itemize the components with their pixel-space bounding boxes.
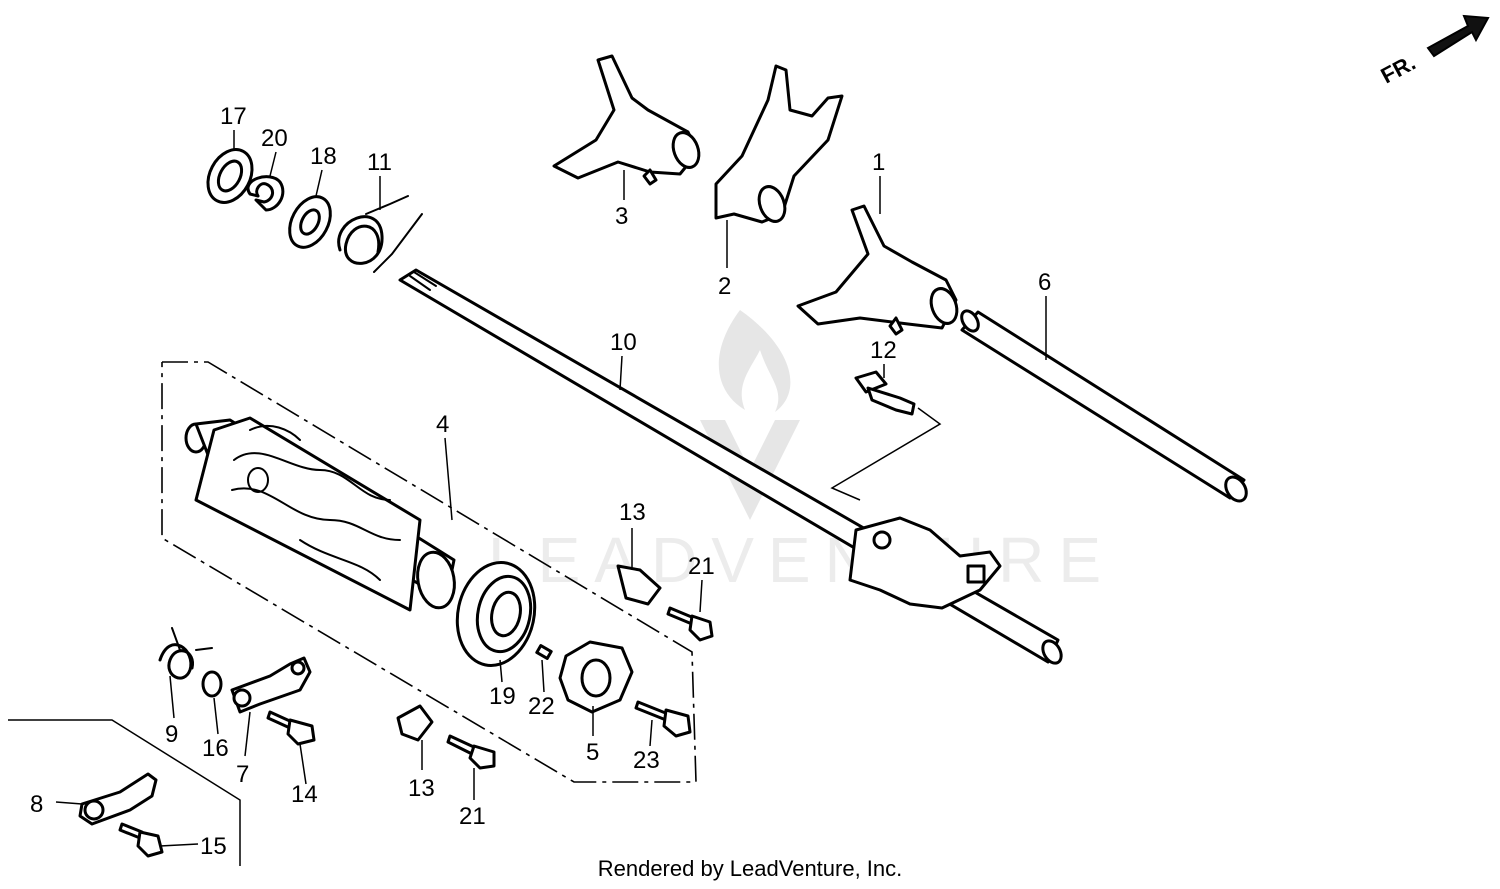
part-4-shift-drum xyxy=(184,416,456,612)
callout-4: 4 xyxy=(436,411,449,438)
callout-21-upper: 21 xyxy=(688,553,715,580)
callout-15: 15 xyxy=(200,833,227,860)
part-5-drum-center xyxy=(558,640,634,714)
watermark-text: LEADVENTURE xyxy=(488,524,1115,596)
part-12-guide-pin xyxy=(830,370,942,501)
drum-assembly-outline xyxy=(161,361,697,783)
part-8-arm xyxy=(78,772,158,826)
part-13-plate-upper xyxy=(616,564,662,606)
callout-21-lower: 21 xyxy=(459,803,486,830)
part-6-fork-shaft xyxy=(960,309,1248,503)
part-23-bolt xyxy=(634,700,692,738)
part-14-bolt xyxy=(266,710,316,746)
callout-20: 20 xyxy=(261,125,288,152)
render-credit: Rendered by LeadVenture, Inc. xyxy=(597,856,903,881)
fr-label: FR. xyxy=(1377,50,1420,89)
callout-22: 22 xyxy=(528,693,555,720)
callout-19: 19 xyxy=(489,683,516,710)
part-10-shift-spindle xyxy=(398,268,1063,665)
part-3-shift-fork xyxy=(552,54,701,186)
callout-13-lower: 13 xyxy=(408,775,435,802)
callout-6: 6 xyxy=(1038,269,1051,296)
reference-line xyxy=(8,719,241,866)
callout-3: 3 xyxy=(615,203,628,230)
callout-14: 14 xyxy=(291,781,318,808)
part-1-shift-fork xyxy=(796,204,959,336)
part-17-washer xyxy=(206,148,254,204)
callout-2: 2 xyxy=(718,273,731,300)
callout-7: 7 xyxy=(236,761,249,788)
callout-12: 12 xyxy=(870,337,897,364)
part-11-spring xyxy=(337,195,423,273)
callout-13-upper: 13 xyxy=(619,499,646,526)
part-7-stopper-arm xyxy=(230,656,312,714)
callout-11: 11 xyxy=(367,149,392,176)
callouts: 1 2 3 4 5 6 7 8 9 10 11 12 13 13 14 15 1… xyxy=(30,103,1051,860)
watermark: LEADVENTURE xyxy=(488,310,1115,596)
part-9-spring xyxy=(158,627,213,680)
callout-8: 8 xyxy=(30,791,43,818)
part-13-plate-lower xyxy=(396,704,434,742)
callout-9: 9 xyxy=(165,721,178,748)
callout-17: 17 xyxy=(220,103,247,130)
callout-18: 18 xyxy=(310,143,337,170)
leader-lines xyxy=(55,130,1047,847)
callout-10: 10 xyxy=(610,329,637,356)
front-direction-arrow: FR. xyxy=(1377,14,1490,89)
callout-23: 23 xyxy=(633,747,660,774)
part-19-bearing xyxy=(455,561,537,667)
part-21-bolt-upper xyxy=(666,606,714,642)
part-15-bolt xyxy=(118,822,164,858)
callout-16: 16 xyxy=(202,735,229,762)
part-21-bolt-lower xyxy=(446,734,496,770)
part-20-clip xyxy=(246,175,285,212)
callout-5: 5 xyxy=(586,739,599,766)
part-22-pin xyxy=(535,644,553,660)
part-2-shift-fork xyxy=(714,64,844,224)
callout-1: 1 xyxy=(872,149,885,176)
part-16-washer xyxy=(201,670,223,698)
part-18-washer xyxy=(288,195,332,249)
